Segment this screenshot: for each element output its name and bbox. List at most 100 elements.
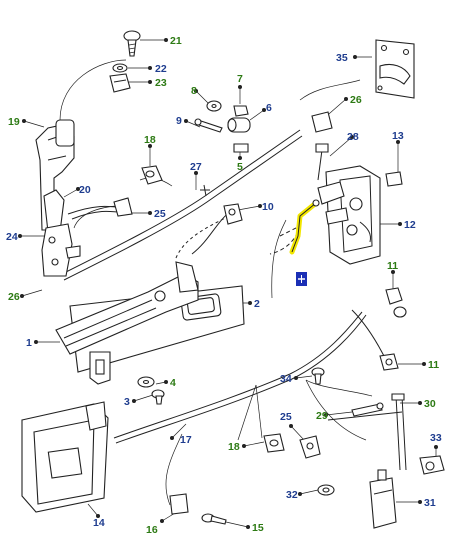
callout-18-upper: 18 <box>144 134 156 148</box>
svg-text:26: 26 <box>350 94 362 106</box>
callout-24: 24 <box>6 231 22 243</box>
callout-25-upper: 25 <box>148 208 166 220</box>
callout-2: 2 <box>248 298 260 310</box>
washer-8 <box>206 100 222 112</box>
svg-text:11: 11 <box>387 260 398 272</box>
callout-6: 6 <box>262 102 272 114</box>
rod-clip-26-upper <box>311 111 333 133</box>
interior-handle <box>55 261 199 355</box>
clip-16 <box>169 493 189 515</box>
callout-10: 10 <box>258 201 274 213</box>
svg-text:4: 4 <box>170 377 176 389</box>
clip-25-lower <box>299 435 321 459</box>
svg-text:11: 11 <box>428 359 439 371</box>
callout-29: 29 <box>316 410 328 422</box>
latch-rod-28 <box>315 143 329 181</box>
svg-text:35: 35 <box>336 52 348 64</box>
callout-31: 31 <box>418 497 436 509</box>
svg-text:23: 23 <box>155 77 167 89</box>
callout-18-lower: 18 <box>228 441 246 453</box>
callout-27: 27 <box>190 161 202 175</box>
svg-text:34: 34 <box>280 373 292 385</box>
clip-nut-23 <box>109 73 131 93</box>
callout-34: 34 <box>280 373 298 385</box>
bracket-24 <box>41 223 81 277</box>
callout-4: 4 <box>164 377 176 389</box>
svg-text:9: 9 <box>176 115 182 127</box>
clip-10 <box>223 203 243 225</box>
callout-11-upper: 11 <box>387 260 398 274</box>
callout-labels: 21 22 23 35 19 8 7 6 9 5 26 28 13 18 27 … <box>6 35 442 536</box>
screw-34 <box>311 367 325 385</box>
callout-21: 21 <box>164 35 182 47</box>
svg-text:14: 14 <box>93 517 105 529</box>
screw-21 <box>123 30 141 57</box>
svg-text:32: 32 <box>286 489 298 501</box>
clip-18-upper <box>141 165 163 185</box>
svg-text:1: 1 <box>26 337 32 349</box>
callout-11-lower: 11 <box>422 359 439 371</box>
callout-26-lower: 26 <box>8 291 24 303</box>
svg-text:30: 30 <box>424 398 436 410</box>
lock-module-31 <box>369 469 397 529</box>
clip-5 <box>233 143 249 153</box>
svg-text:19: 19 <box>8 116 20 128</box>
svg-text:18: 18 <box>228 441 240 453</box>
callout-14: 14 <box>93 514 105 529</box>
svg-text:22: 22 <box>155 63 167 75</box>
callout-25-lower: 25 <box>280 411 293 428</box>
washer-22 <box>112 63 128 73</box>
svg-text:6: 6 <box>266 102 272 114</box>
callout-9: 9 <box>176 115 188 127</box>
clip-25-upper <box>113 197 133 217</box>
svg-text:12: 12 <box>404 219 416 231</box>
callout-23: 23 <box>148 77 167 89</box>
svg-text:18: 18 <box>144 134 156 146</box>
svg-text:2: 2 <box>254 298 260 310</box>
screw-15 <box>201 513 227 525</box>
svg-text:10: 10 <box>262 201 274 213</box>
svg-text:25: 25 <box>154 208 166 220</box>
svg-text:33: 33 <box>430 432 442 444</box>
handle-clip <box>89 351 111 385</box>
svg-text:31: 31 <box>424 497 436 509</box>
svg-text:15: 15 <box>252 522 264 534</box>
grommet-32 <box>317 484 335 496</box>
washer-4 <box>137 376 155 388</box>
svg-text:26: 26 <box>8 291 20 303</box>
lock-cylinder-33 <box>419 455 445 475</box>
rod-30 <box>391 393 405 401</box>
bolt-9 <box>194 118 223 133</box>
callout-3: 3 <box>124 396 136 408</box>
screw-3 <box>151 389 165 405</box>
callout-1: 1 <box>26 337 38 349</box>
svg-text:5: 5 <box>237 161 243 173</box>
callout-8: 8 <box>191 85 198 97</box>
svg-text:29: 29 <box>316 410 328 422</box>
svg-text:17: 17 <box>180 434 192 446</box>
callout-28: 28 <box>347 131 359 143</box>
callout-7: 7 <box>237 73 243 89</box>
callout-12: 12 <box>398 219 416 231</box>
outer-handle-housing-14 <box>21 401 109 513</box>
screw-13 <box>385 171 403 187</box>
svg-text:16: 16 <box>146 524 158 536</box>
callout-35: 35 <box>336 52 357 64</box>
svg-text:21: 21 <box>170 35 182 47</box>
door-latch-12 <box>317 165 381 265</box>
callout-32: 32 <box>286 489 302 501</box>
lever-29 <box>351 402 384 417</box>
rod-clip-11-upper <box>385 287 407 318</box>
callout-5: 5 <box>237 156 243 173</box>
callout-16: 16 <box>146 519 164 536</box>
highlighted-rod <box>289 199 320 255</box>
callout-22: 22 <box>148 63 167 75</box>
callout-26-upper: 26 <box>344 94 362 106</box>
highlighted-rod-marker-icon <box>296 272 307 286</box>
bushing-6 <box>227 117 251 133</box>
svg-text:13: 13 <box>392 130 404 142</box>
svg-text:25: 25 <box>280 411 292 423</box>
callout-13: 13 <box>392 130 404 144</box>
